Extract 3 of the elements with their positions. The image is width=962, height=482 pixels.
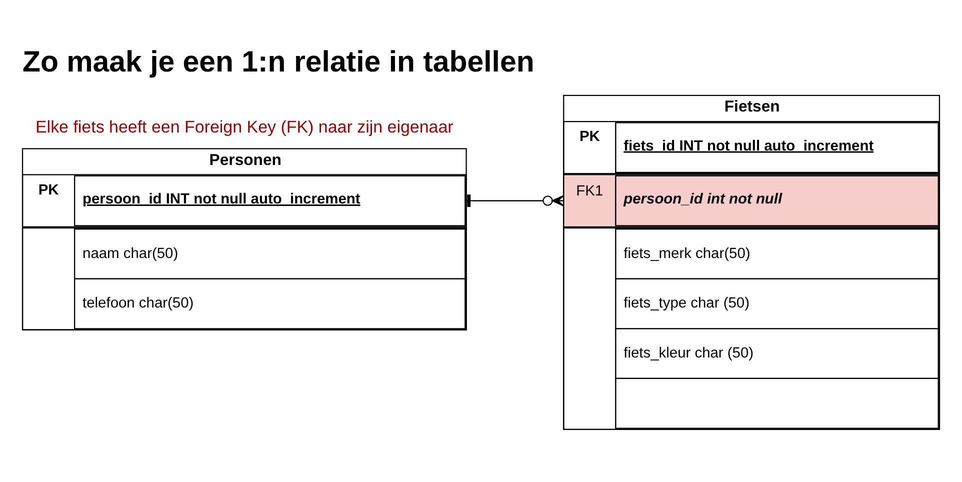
connector (466, 194, 564, 206)
diagram-title: Zo maak je een 1:n relatie in tabellen (22, 44, 534, 78)
label: Elke fiets heeft een Foreign Key (FK) naar zijn eigenaar (35, 116, 454, 136)
